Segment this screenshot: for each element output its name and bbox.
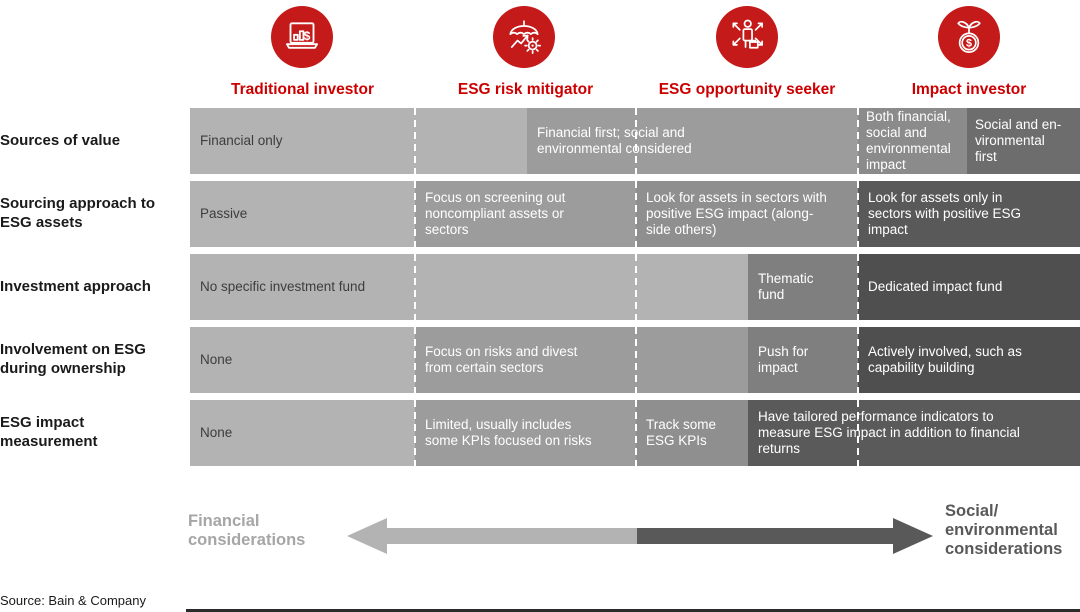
matrix-cell: Have tailored performance indicators to … xyxy=(748,400,1080,466)
row-label-sources-of-value: Sources of value xyxy=(0,131,121,149)
row-label-involvement-ownership: Involvement on ESG during ownership xyxy=(0,341,146,377)
cell-text: Dedicated impact fund xyxy=(868,279,1003,295)
column-divider xyxy=(857,327,859,393)
cell-text: Track some ESG KPIs xyxy=(646,417,717,448)
arrow-body-financial-side xyxy=(386,528,637,544)
column-divider xyxy=(414,254,416,320)
matrix-cell: Social and en- vironmental first xyxy=(967,108,1080,174)
matrix-cell: Thematic fund xyxy=(748,254,858,320)
column-header-esg-opportunity-seeker: ESG opportunity seeker xyxy=(658,81,836,98)
matrix-cell: None xyxy=(190,400,415,466)
cell-text: Limited, usually includes some KPIs focu… xyxy=(425,417,592,448)
matrix-cell: Dedicated impact fund xyxy=(858,254,1080,320)
column-divider xyxy=(414,400,416,466)
matrix-row-sourcing-approach: Passive Focus on screening out noncompli… xyxy=(190,181,1080,247)
cell-text: Look for assets only in sectors with pos… xyxy=(868,190,1022,237)
cell-text: Social and en- vironmental first xyxy=(975,117,1062,164)
column-divider xyxy=(635,254,637,320)
person-expanding-arrows-icon xyxy=(716,6,778,68)
column-divider xyxy=(635,400,637,466)
matrix-row-involvement-ownership: None Focus on risks and divest from cert… xyxy=(190,327,1080,393)
column-divider xyxy=(857,254,859,320)
matrix-cell: Both financial, social and environmental… xyxy=(858,108,967,174)
source-attribution: Source: Bain & Company xyxy=(0,593,146,608)
matrix-row-investment-approach: No specific investment fund Thematic fun… xyxy=(190,254,1080,320)
cell-text: None xyxy=(200,425,233,441)
column-divider xyxy=(414,108,416,174)
matrix-cell: None xyxy=(190,327,415,393)
column-header-esg-risk-mitigator: ESG risk mitigator xyxy=(457,81,594,98)
matrix-cell: Look for assets in sectors with positive… xyxy=(636,181,858,247)
matrix-row-esg-impact-measurement: None Limited, usually includes some KPIs… xyxy=(190,400,1080,466)
laptop-bar-chart-dollar-icon: $ xyxy=(271,6,333,68)
matrix-cell: Look for assets only in sectors with pos… xyxy=(858,181,1080,247)
cell-text: Both financial, social and environmental… xyxy=(866,109,951,172)
sprouting-coin-icon: $ xyxy=(938,6,1000,68)
cell-text: Passive xyxy=(200,206,248,222)
social-environmental-considerations-label: Social/ environmental considerations xyxy=(945,502,1063,558)
column-divider xyxy=(857,108,859,174)
column-divider xyxy=(857,400,859,466)
matrix-cell: Track some ESG KPIs xyxy=(636,400,748,466)
matrix-cell: Limited, usually includes some KPIs focu… xyxy=(415,400,636,466)
arrow-left-head xyxy=(347,518,387,554)
column-divider xyxy=(857,181,859,247)
matrix-cell: Actively involved, such as capability bu… xyxy=(858,327,1080,393)
matrix-cell: Financial first; social and environmenta… xyxy=(527,108,858,174)
cell-text: Focus on screening out noncompliant asse… xyxy=(425,190,566,237)
column-divider xyxy=(635,108,637,174)
cell-text: Financial first; social and environmenta… xyxy=(537,125,692,156)
svg-text:$: $ xyxy=(304,29,311,43)
row-label-sourcing-approach: Sourcing approach to ESG assets xyxy=(0,195,156,231)
cell-text: Push for impact xyxy=(758,344,809,375)
cell-text: Have tailored performance indicators to … xyxy=(758,409,1020,456)
column-divider xyxy=(414,181,416,247)
cell-text: Focus on risks and divest from certain s… xyxy=(425,344,578,375)
cell-text: Look for assets in sectors with positive… xyxy=(646,190,827,237)
row-label-esg-impact-measurement: ESG impact measurement xyxy=(0,414,98,450)
column-divider xyxy=(414,327,416,393)
cell-text: No specific investment fund xyxy=(200,279,366,295)
cell-text: Actively involved, such as capability bu… xyxy=(868,344,1022,375)
matrix-cell: Focus on screening out noncompliant asse… xyxy=(415,181,636,247)
column-header-impact-investor: Impact investor xyxy=(911,81,1027,98)
matrix-cell: Passive xyxy=(190,181,415,247)
column-header-traditional-investor: Traditional investor xyxy=(231,81,374,98)
financial-considerations-label: Financial considerations xyxy=(188,512,306,549)
arrow-right-head xyxy=(893,518,933,554)
umbrella-trend-gear-icon xyxy=(493,6,555,68)
column-divider xyxy=(635,327,637,393)
matrix-cell: No specific investment fund xyxy=(190,254,748,320)
arrow-body-social-side xyxy=(637,528,894,544)
matrix-cell: Push for impact xyxy=(748,327,858,393)
matrix-row-sources-of-value: Financial only Financial first; social a… xyxy=(190,108,1080,174)
matrix-cell: Focus on risks and divest from certain s… xyxy=(415,327,748,393)
cell-text: None xyxy=(200,352,233,368)
cell-text: Thematic fund xyxy=(758,271,814,302)
matrix-cell: Financial only xyxy=(190,108,527,174)
row-label-investment-approach: Investment approach xyxy=(0,277,151,295)
bottom-edge-bar xyxy=(186,609,1080,612)
column-divider xyxy=(635,181,637,247)
svg-text:$: $ xyxy=(966,38,972,50)
cell-text: Financial only xyxy=(200,133,283,149)
